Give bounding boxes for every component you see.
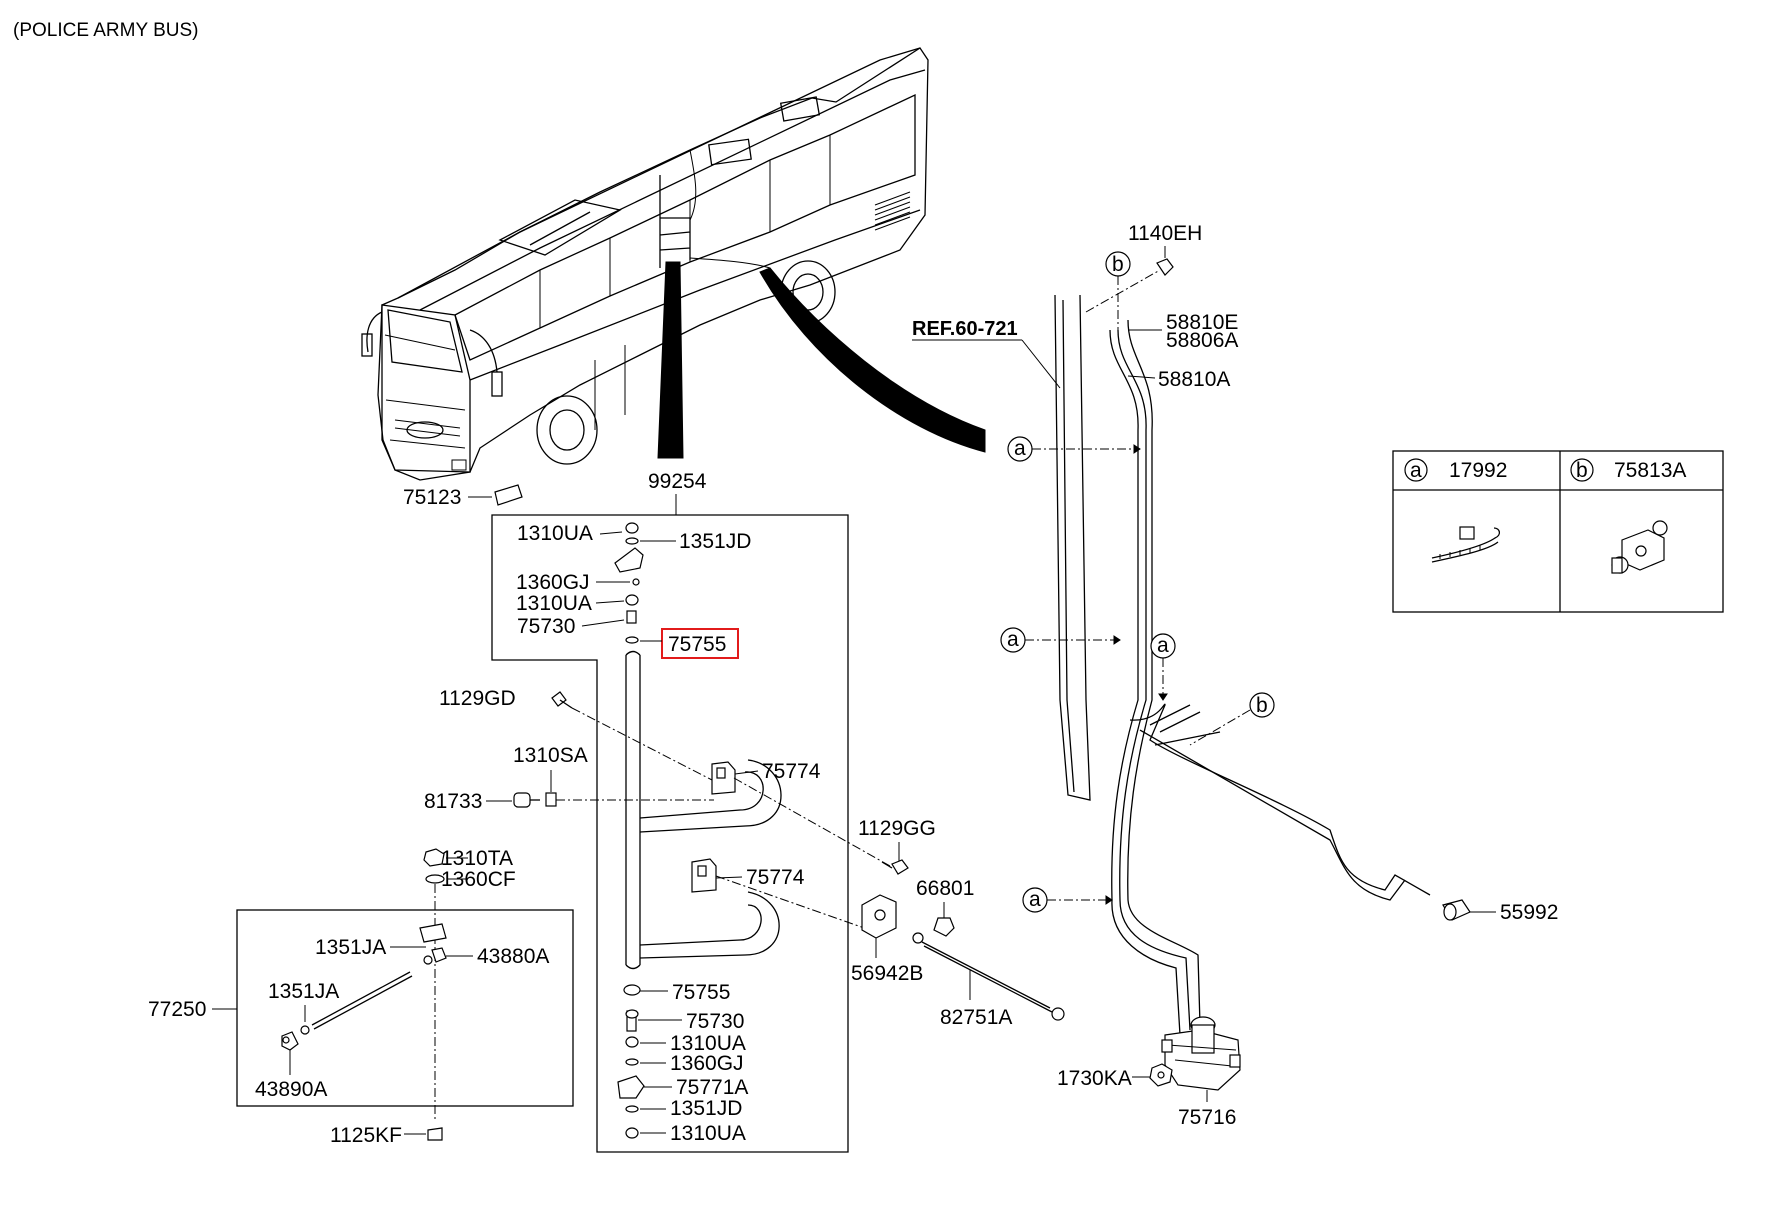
reference-label: REF.60-721 [912,318,1018,340]
nut-1730ka [1149,1063,1173,1087]
bolt-1129gg [881,859,909,875]
air-hoses [1109,319,1431,1036]
label-1351ja-b: 1351JA [268,980,339,1003]
label-75730-top: 75730 [517,615,575,638]
marker-a-3-text: a [1157,634,1169,657]
nut-1310sa [545,792,557,807]
label-75716: 75716 [1178,1106,1236,1129]
label-75123: 75123 [403,486,461,509]
label-75755-bottom: 75755 [672,981,730,1004]
legend-table: a 17992 b 75813A [1392,450,1724,613]
marker-a-1-text: a [1014,437,1026,460]
label-58806a: 58806A [1166,329,1238,352]
washer-1360cf [425,874,445,884]
legend-part-b: 75813A [1614,459,1686,482]
label-1310ua-bottom: 1310UA [670,1032,746,1055]
nut-1310ta [423,848,445,867]
label-1360gj-bottom: 1360GJ [670,1052,744,1075]
label-1310ua-last: 1310UA [670,1122,746,1145]
marker-b-right: b [1189,692,1275,746]
rod-77250 [311,971,411,1026]
bracket-75774-lower [691,858,717,893]
joint-43890a [281,1031,299,1051]
label-56942b: 56942B [851,962,923,985]
label-58810e: 58810E [1166,311,1238,334]
plate-1351ja [419,923,447,943]
handrail-75774 [625,650,782,970]
marker-a-4: a [1022,887,1113,913]
assembly-box-77250 [236,909,574,1107]
plug-81733 [513,792,540,808]
label-1125kf: 1125KF [330,1124,402,1147]
label-75771a: 75771A [676,1076,748,1099]
marker-a-4-text: a [1029,888,1041,911]
valve-75716 [1161,1016,1241,1091]
marker-a-1: a [1007,436,1141,462]
label-43890a: 43890A [255,1078,327,1101]
marker-a-3: a [1150,633,1176,701]
bolt-1125kf [427,1127,443,1141]
label-58810a: 58810A [1158,368,1230,391]
label-77250: 77250 [148,998,206,1021]
marker-a-2: a [1000,627,1121,653]
mount-56942b [861,894,897,939]
assembly-box-99254 [491,514,849,1153]
fitting-55992 [1442,899,1471,921]
legend-part-a: 17992 [1449,459,1507,482]
label-43880a: 43880A [477,945,549,968]
label-1730ka: 1730KA [1057,1067,1132,1090]
label-75755-highlight: 75755 [668,633,726,656]
part-75123: 75123 [403,484,523,509]
label-75730-bottom: 75730 [686,1010,744,1033]
marker-b-right-text: b [1256,694,1268,717]
bus-illustration [361,47,986,481]
marker-a-2-text: a [1007,628,1019,651]
label-1140eh: 1140EH [1128,222,1202,245]
highlight-box-75755 [661,628,739,659]
label-1310ta: 1310TA [441,847,513,870]
label-55992: 55992 [1500,901,1558,924]
label-1360gj-top: 1360GJ [516,571,590,594]
pillar [1054,294,1091,801]
label-1310sa: 1310SA [513,744,588,767]
label-75774-b: 75774 [746,866,805,889]
label-82751a: 82751A [940,1006,1012,1029]
top-fastener-stack [614,522,644,644]
legend-icon-17992 [1431,526,1501,563]
legend-marker-b: b [1576,459,1588,482]
bottom-fastener-stack [617,984,645,1139]
label-1310ua-2: 1310UA [516,592,592,615]
label-1351ja-a: 1351JA [315,936,386,959]
bracket-75774-upper [711,761,736,795]
fitting-1140eh [1156,258,1174,276]
joint-43880a [423,947,447,965]
bolt-1129gd [551,691,573,709]
label-1360cf: 1360CF [441,868,516,891]
clip-66801 [933,917,955,937]
label-1310ua-top: 1310UA [517,522,593,545]
label-99254: 99254 [648,470,707,493]
label-81733: 81733 [424,790,482,813]
legend-icon-75813a [1611,520,1668,574]
label-1129gg: 1129GG [858,817,936,840]
label-1129gd: 1129GD [439,687,516,710]
marker-b-top-text: b [1112,253,1124,276]
legend-marker-a: a [1410,459,1422,482]
cable-82751a [912,932,1065,1021]
label-1351jd-top: 1351JD [679,530,751,553]
label-75774-a: 75774 [762,760,821,783]
label-66801: 66801 [916,877,974,900]
diagram-title: (POLICE ARMY BUS) [13,20,198,41]
label-1351jd-bottom: 1351JD [670,1097,742,1120]
